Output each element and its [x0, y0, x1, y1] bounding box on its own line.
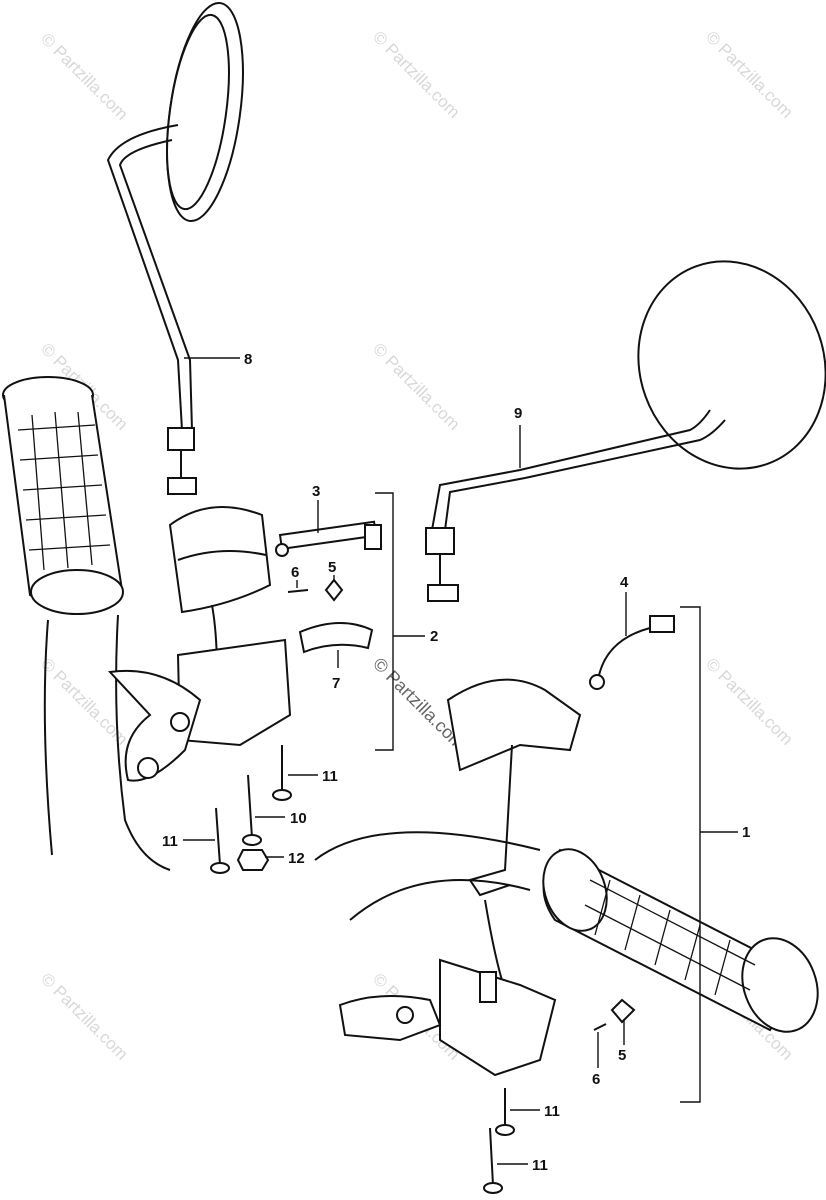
- callout-4: 4: [620, 574, 629, 591]
- callout-1: 1: [742, 824, 750, 841]
- left-switch-knob-3: [275, 520, 382, 557]
- callout-5-right: 5: [618, 1047, 626, 1064]
- screw-11-b: [210, 807, 230, 874]
- right-throttle-cable: [468, 744, 513, 991]
- callout-3: 3: [312, 483, 320, 500]
- callout-10: 10: [290, 810, 307, 827]
- callout-5-left: 5: [328, 559, 336, 576]
- watermark-text: © Partzilla.com: [702, 27, 796, 121]
- screw-11-a: [272, 745, 292, 801]
- screw-11-c: [495, 1088, 515, 1136]
- callout-6-left: 6: [291, 564, 299, 581]
- switch-plate-7: [298, 621, 374, 654]
- screw-6-right: [593, 1023, 607, 1031]
- right-switch-housing-lower: [338, 958, 557, 1077]
- handlebar-right: [314, 831, 541, 921]
- left-grip: [2, 376, 124, 615]
- watermark-text: © Partzilla.com: [369, 339, 463, 433]
- watermark-text: © Partzilla.com: [702, 654, 796, 748]
- callout-7: 7: [332, 675, 340, 692]
- right-grip: [542, 848, 819, 1033]
- callout-6-right: 6: [592, 1071, 600, 1088]
- screw-6-left: [287, 589, 309, 593]
- callout-9: 9: [514, 405, 522, 422]
- right-switch-lever-4: [589, 615, 675, 690]
- screw-10: [242, 774, 262, 846]
- callout-2: 2: [430, 628, 438, 645]
- right-switch-housing-upper: [446, 678, 582, 772]
- screw-11-d: [483, 1127, 503, 1194]
- leader-lines: [183, 357, 738, 1165]
- callout-11-d: 11: [532, 1157, 548, 1174]
- watermark-layer: © Partzilla.com © Partzilla.com © Partzi…: [37, 27, 796, 1063]
- watermark-text: © Partzilla.com: [37, 969, 131, 1063]
- callout-8: 8: [244, 351, 252, 368]
- left-switch-housing-lower: [107, 638, 292, 782]
- callout-11-a: 11: [322, 768, 338, 785]
- nut-12: [236, 849, 270, 871]
- callout-11-b: 11: [162, 833, 178, 850]
- callout-labels: 1 2 3 4 5 5 6 6 7 8 9 10 11 11 11 11 12: [162, 351, 750, 1174]
- mirror-left: [106, 1, 244, 495]
- watermark-text: © Partzilla.com: [369, 27, 463, 121]
- handlebar-left: [43, 614, 171, 871]
- callout-12: 12: [288, 850, 305, 867]
- clip-5-right: [610, 998, 636, 1024]
- left-switch-housing-upper: [168, 506, 272, 614]
- watermark-text: © Partzilla.com: [37, 29, 131, 123]
- clip-5-left: [324, 578, 344, 602]
- mirror-right: [425, 260, 826, 602]
- callout-11-c: 11: [544, 1103, 560, 1120]
